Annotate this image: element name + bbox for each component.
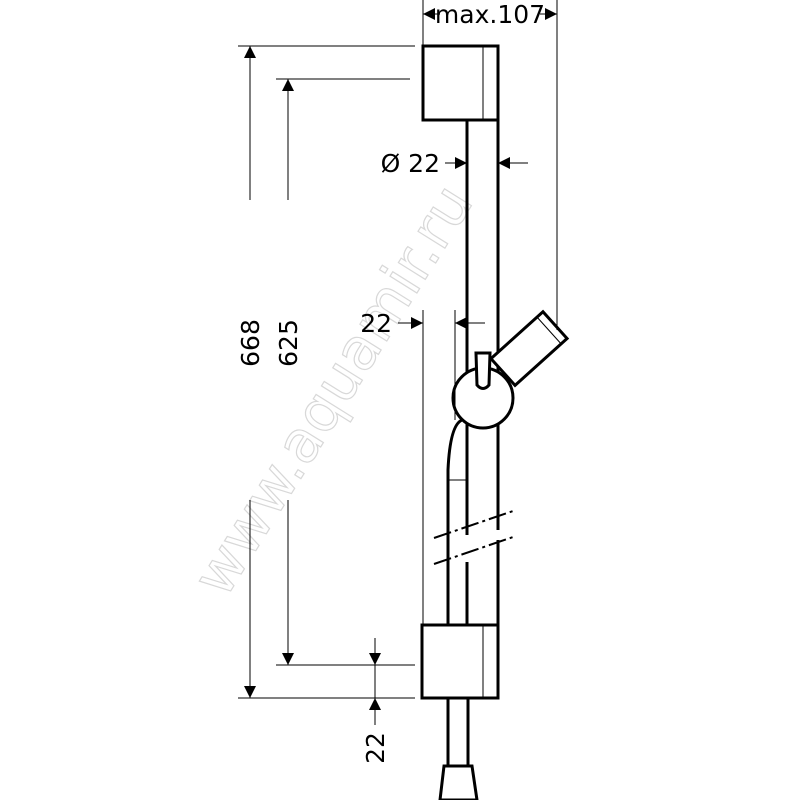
dimension-total-height: 668 [236,45,415,699]
rod-diameter-label: Ø 22 [381,149,440,178]
dimension-bottom-offset: 22 [361,638,390,764]
offset-label: 22 [360,309,392,338]
dimension-rod-diameter: Ø 22 [381,149,528,178]
max-width-label: max.107 [435,0,545,29]
top-wall-bracket [421,44,500,122]
dimension-mount-distance: 625 [274,78,415,666]
bottom-offset-label: 22 [361,732,390,764]
hose [438,418,479,800]
watermark: www.aquamir.ru [179,173,486,608]
slide-rail [433,120,517,625]
dimension-max-width: max.107 [422,0,558,330]
total-height-label: 668 [236,319,265,367]
mount-distance-label: 625 [274,319,303,367]
bottom-wall-bracket [420,623,500,700]
dimension-offset: 22 [360,309,485,625]
shower-holder [451,309,570,430]
